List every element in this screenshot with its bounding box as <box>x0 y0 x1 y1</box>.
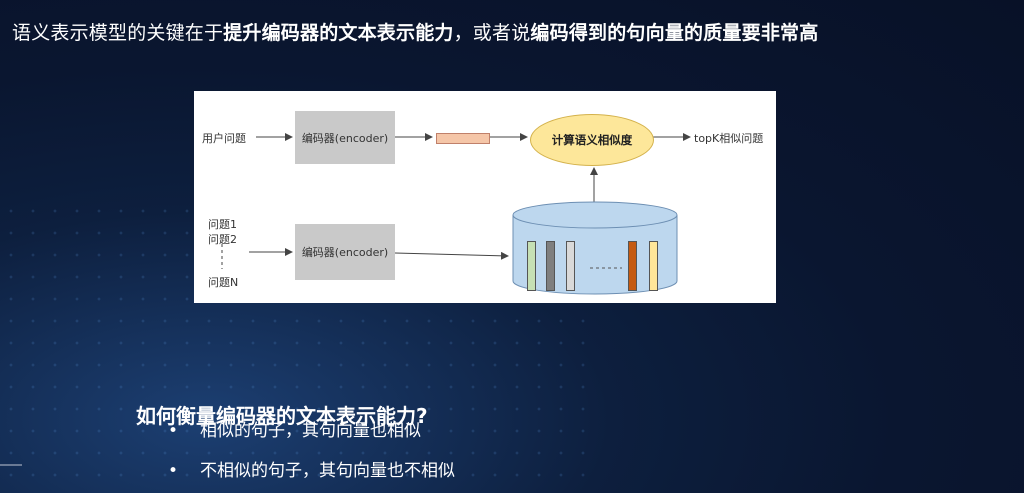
encoder-box-bottom: 编码器(encoder) <box>295 224 395 280</box>
page-title: 语义表示模型的关键在于提升编码器的文本表示能力，或者说编码得到的句向量的质量要非… <box>12 18 818 45</box>
question-2-label: 问题2 <box>208 233 237 246</box>
vector-bar-4 <box>628 241 637 291</box>
bullet-item-1: • 相似的句子，其句向量也相似 <box>168 416 421 441</box>
title-bold-1: 提升编码器的文本表示能力 <box>223 22 454 44</box>
slide-corner-mark <box>0 464 22 466</box>
user-question-label: 用户问题 <box>202 132 246 145</box>
vector-bar-2 <box>546 241 555 291</box>
bullet-dot: • <box>168 461 179 481</box>
bullet-item-2: • 不相似的句子，其句向量也不相似 <box>168 456 455 481</box>
bullet-text-1: 相似的句子，其句向量也相似 <box>200 421 421 441</box>
vector-bar-1 <box>527 241 536 291</box>
vector-bar-5 <box>649 241 658 291</box>
title-part-2: ，或者说 <box>453 22 531 44</box>
query-vector <box>436 133 490 144</box>
diagram-arrows <box>221 133 691 269</box>
similarity-node: 计算语义相似度 <box>530 114 654 166</box>
architecture-diagram: 用户问题 编码器(encoder) 计算语义相似度 topK相似问题 问题1 问… <box>194 91 776 303</box>
question-n-label: 问题N <box>208 276 239 289</box>
bullet-dot: • <box>168 421 179 441</box>
section-question: 如何衡量编码器的文本表示能力? <box>136 404 428 428</box>
title-part-1: 语义表示模型的关键在于 <box>12 22 224 44</box>
bullet-text-2: 不相似的句子，其句向量也不相似 <box>200 461 455 481</box>
vector-bar-3 <box>566 241 575 291</box>
title-bold-2: 编码得到的句向量的质量要非常高 <box>530 22 819 44</box>
output-label: topK相似问题 <box>694 132 764 145</box>
encoder-box-top: 编码器(encoder) <box>295 111 395 164</box>
question-1-label: 问题1 <box>208 218 237 231</box>
